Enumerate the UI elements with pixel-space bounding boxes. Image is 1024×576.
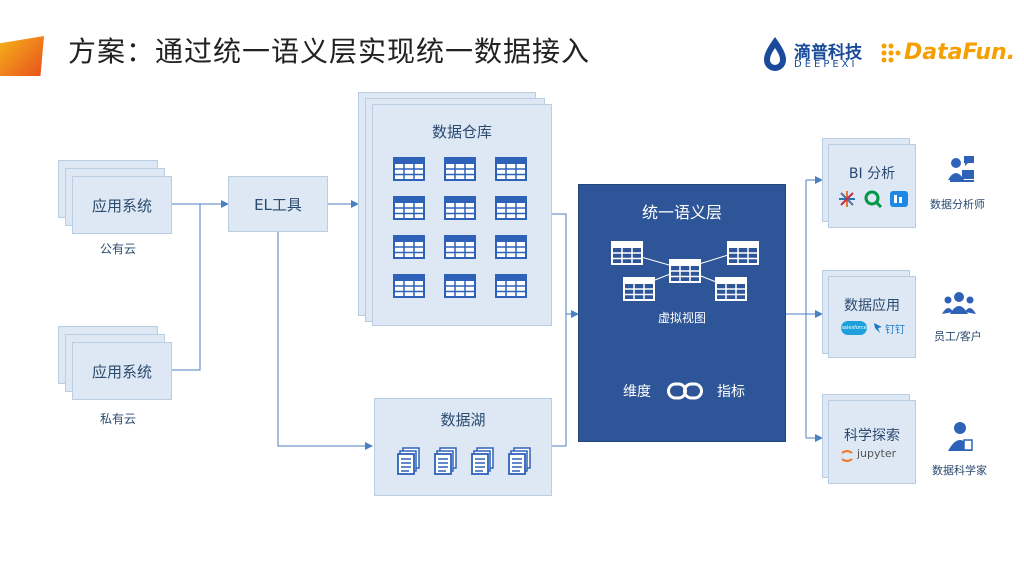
data-application-box[interactable]: 数据应用 salesforce 钉钉 — [828, 276, 916, 358]
dimension-label: 维度 — [623, 384, 651, 400]
dingtalk-label: 钉钉 — [885, 325, 905, 336]
private-cloud-caption: 私有云 — [100, 412, 137, 426]
source-app-public[interactable]: 应用系统 — [72, 176, 172, 234]
source-app-private[interactable]: 应用系统 — [72, 342, 172, 400]
semantic-layer-box[interactable]: 统一语义层 虚拟视图 维度 指标 — [578, 184, 786, 442]
analyst-caption: 数据分析师 — [930, 198, 985, 211]
virtual-table-icon — [623, 277, 655, 305]
lake-label: 数据湖 — [440, 411, 486, 429]
data-application-label: 数据应用 — [844, 298, 900, 314]
file-stack-icon — [397, 447, 421, 479]
tableau-icon — [839, 191, 855, 207]
bi-analysis-label: BI 分析 — [848, 166, 896, 182]
el-tool-box[interactable]: EL工具 — [228, 176, 328, 232]
source-app-public-label: 应用系统 — [91, 196, 152, 215]
table-icon — [393, 196, 425, 224]
datafun-dots-icon — [881, 43, 901, 63]
page-title: 方案：通过统一语义层实现统一数据接入 — [68, 35, 591, 68]
analyst-avatar-icon — [944, 154, 976, 186]
bi-analysis-box[interactable]: BI 分析 — [828, 144, 916, 228]
virtual-table-icon — [727, 241, 759, 269]
semantic-layer-title: 统一语义层 — [641, 203, 722, 222]
table-icon — [444, 235, 476, 263]
el-tool-label: EL工具 — [254, 195, 302, 214]
file-stack-icon — [434, 447, 458, 479]
virtual-table-icon — [715, 277, 747, 305]
salesforce-label: salesforce — [841, 325, 867, 331]
scientist-caption: 数据科学家 — [932, 464, 987, 477]
deepexi-cn-text: 滴普科技 — [794, 43, 862, 63]
file-stack-icon — [508, 447, 532, 479]
metric-label: 指标 — [717, 384, 745, 400]
table-icon — [444, 274, 476, 302]
table-icon — [393, 274, 425, 302]
scientific-exploration-label: 科学探索 — [844, 428, 900, 444]
deepexi-en-text: DEEPEXI — [794, 59, 858, 70]
virtual-table-icon — [611, 241, 643, 269]
datafun-logo: DataFun. — [880, 38, 1015, 70]
table-icon — [495, 274, 527, 302]
source-app-private-label: 应用系统 — [91, 362, 152, 381]
table-icon — [444, 157, 476, 185]
scientist-avatar-icon — [946, 420, 976, 452]
users-caption: 员工/客户 — [934, 330, 982, 343]
scientific-exploration-box[interactable]: 科学探索 jupyter — [828, 400, 916, 484]
file-stack-icon — [471, 447, 495, 479]
salesforce-icon: salesforce — [841, 321, 867, 335]
table-icon — [393, 157, 425, 185]
title-accent-shape — [0, 36, 44, 76]
jupyter-icon — [841, 450, 853, 462]
table-icon — [495, 157, 527, 185]
powerbi-icon — [890, 191, 908, 207]
table-icon — [495, 235, 527, 263]
jupyter-label: jupyter — [857, 447, 897, 460]
table-icon — [444, 196, 476, 224]
dingtalk-icon — [874, 323, 882, 333]
table-icon — [495, 196, 527, 224]
table-icon — [393, 235, 425, 263]
deepexi-drop-icon — [764, 37, 786, 71]
data-lake-box[interactable]: 数据湖 — [374, 398, 552, 496]
virtual-table-icon — [669, 259, 701, 287]
warehouse-label: 数据仓库 — [431, 123, 492, 141]
data-warehouse-box[interactable]: 数据仓库 — [372, 104, 552, 326]
virtual-view-label: 虚拟视图 — [657, 311, 706, 325]
qlik-icon — [864, 190, 883, 209]
users-group-icon — [942, 290, 976, 318]
bi-tool-icons — [837, 189, 911, 209]
link-icon — [667, 382, 703, 400]
datafun-text: DataFun. — [904, 40, 1016, 65]
deepexi-logo: 滴普科技 DEEPEXI — [762, 36, 872, 76]
public-cloud-caption: 公有云 — [100, 242, 137, 256]
